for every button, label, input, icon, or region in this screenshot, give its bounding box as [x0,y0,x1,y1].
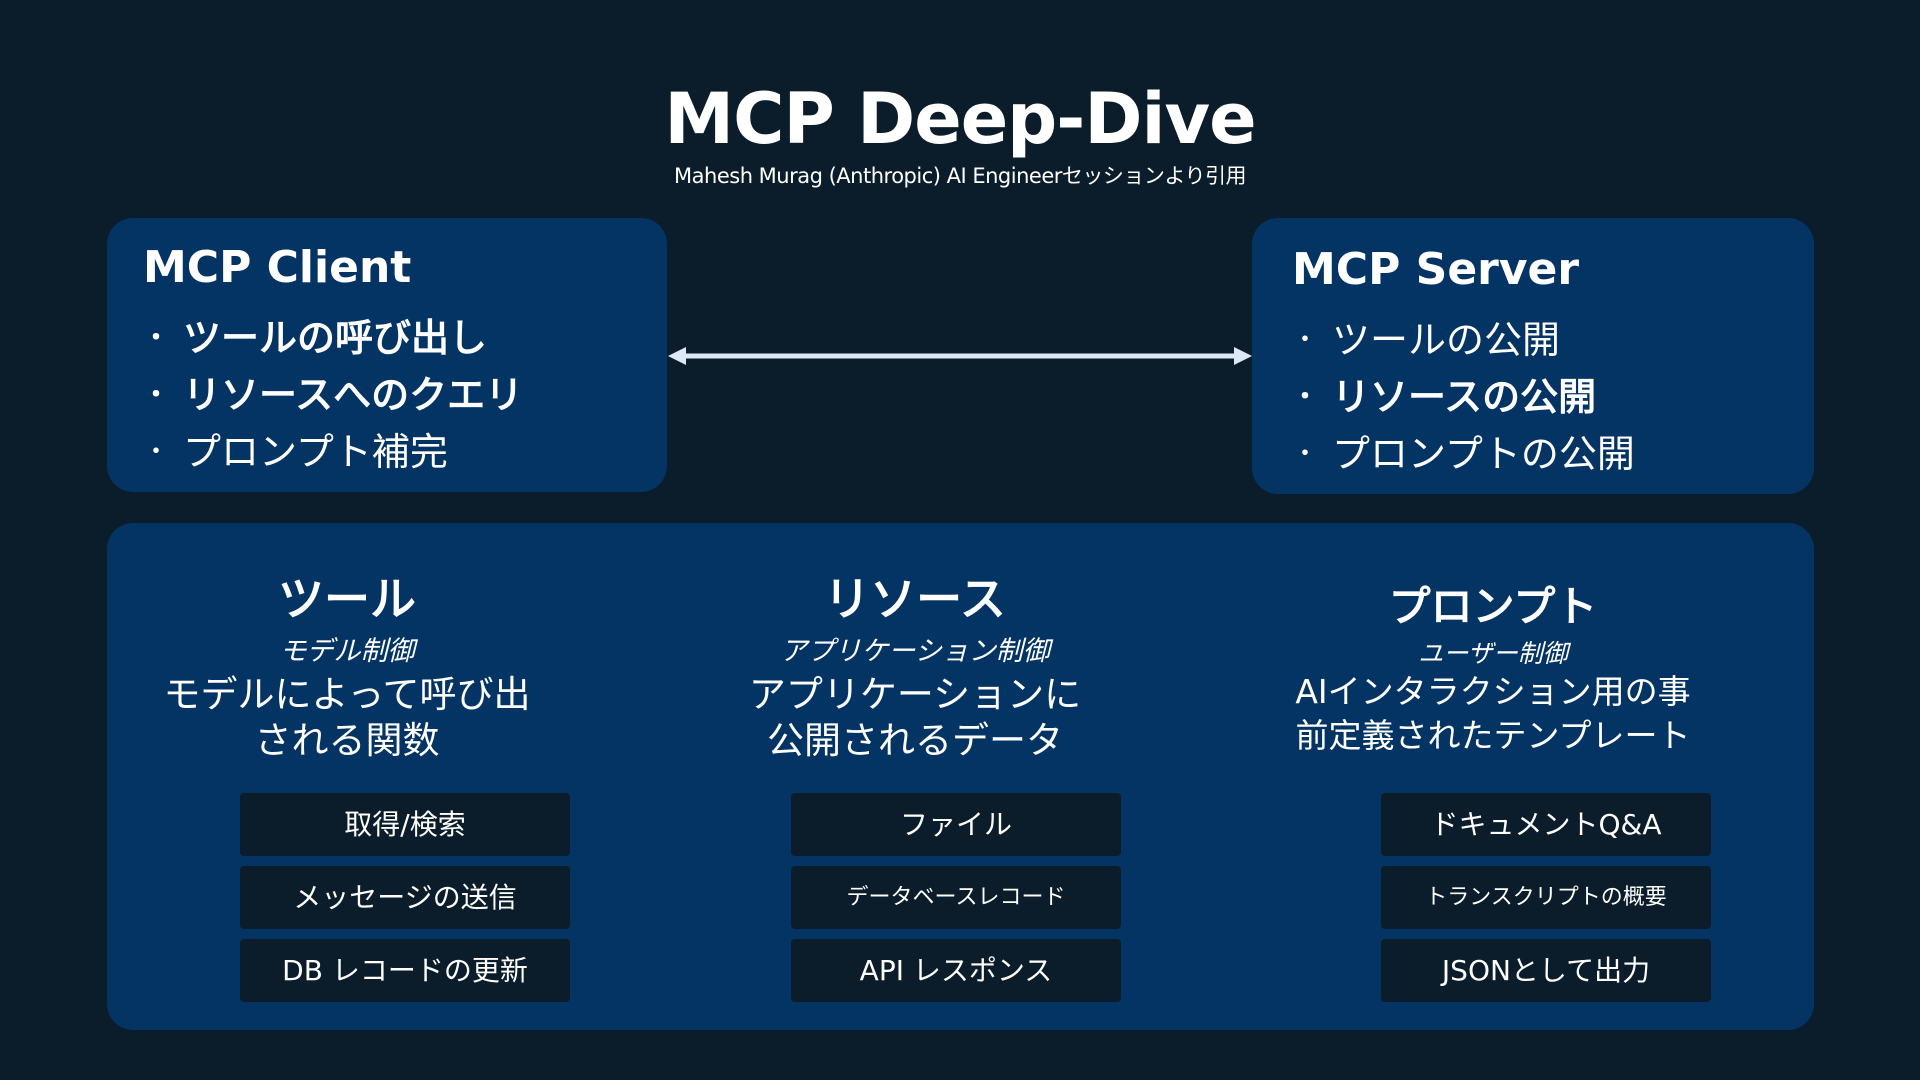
client-bullet-label: リソースへのクエリ [183,373,524,417]
bullet-marker: ・ [143,380,170,410]
server-bullet-label: リソースの公開 [1332,375,1597,419]
bullet-marker: ・ [143,323,170,353]
prompts-example-transcript-summary: トランスクリプトの概要 [1381,866,1711,929]
resources-example-database-record: データベースレコード [791,866,1121,929]
prompts-example-output-json: JSONとして出力 [1381,939,1711,1002]
resources-example-file: ファイル [791,793,1121,856]
tools-control: モデル制御 [279,636,415,667]
client-bullet-resources: ・ リソースへのクエリ [143,367,523,424]
page-subtitle: Mahesh Murag (Anthropic) AI Engineerセッショ… [674,164,1246,188]
mcp-server-panel: MCP Server ・ ツールの公開 ・ リソースの公開 ・ プロンプトの公開 [1252,218,1814,494]
client-title: MCP Client [143,242,412,293]
resources-example-api-response: API レスポンス [791,939,1121,1002]
tools-example-update-db-record: DB レコードの更新 [240,939,570,1002]
mcp-client-panel: MCP Client ・ ツールの呼び出し ・ リソースへのクエリ ・ プロンプ… [107,218,667,492]
prompts-column: プロンプト ユーザー制御 AIインタラクション用の事 前定義されたテンプレート [1273,573,1713,758]
tools-description-line: される関数 [254,719,440,762]
server-title: MCP Server [1292,244,1580,295]
page-title: MCP Deep-Dive [664,78,1256,160]
arrow-head-left [668,347,686,365]
prompts-description-line: AIインタラクション用の事 [1295,672,1691,711]
tools-description-line: モデルによって呼び出 [163,673,531,716]
prompts-control: ユーザー制御 [1418,639,1568,668]
resources-description-line: アプリケーションに [748,673,1082,716]
arrow-head-right [1234,347,1252,365]
tools-example-retrieve-search: 取得/検索 [240,793,570,856]
server-bullet-tools: ・ ツールの公開 [1292,312,1635,369]
prompts-heading: プロンプト [1388,582,1598,631]
prompts-example-document-qa: ドキュメントQ&A [1381,793,1711,856]
server-bullet-label: ツールの公開 [1332,318,1561,362]
client-bullet-label: プロンプト補完 [183,430,448,474]
prompts-description-line: 前定義されたテンプレート [1295,716,1691,755]
client-bullet-tools: ・ ツールの呼び出し [143,310,523,367]
resources-heading: リソース [824,572,1006,626]
client-bullet-list: ・ ツールの呼び出し ・ リソースへのクエリ ・ プロンプト補完 [143,310,523,481]
resources-control: アプリケーション制御 [780,636,1050,667]
bullet-marker: ・ [1292,439,1319,469]
bullet-marker: ・ [1292,382,1319,412]
server-bullet-resources: ・ リソースの公開 [1292,369,1635,426]
capabilities-panel: ツール モデル制御 モデルによって呼び出 される関数 取得/検索 メッセージの送… [107,523,1814,1030]
server-bullet-list: ・ ツールの公開 ・ リソースの公開 ・ プロンプトの公開 [1292,312,1635,483]
resources-description-line: 公開されるデータ [767,719,1063,762]
server-bullet-label: プロンプトの公開 [1332,432,1635,476]
client-bullet-label: ツールの呼び出し [183,316,488,360]
resources-column: リソース アプリケーション制御 アプリケーションに 公開されるデータ [705,563,1125,764]
tools-heading: ツール [278,572,416,626]
bullet-marker: ・ [143,437,170,467]
server-bullet-prompts: ・ プロンプトの公開 [1292,426,1635,483]
tools-column: ツール モデル制御 モデルによって呼び出 される関数 [157,563,537,764]
bullet-marker: ・ [1292,325,1319,355]
bidirectional-arrow [668,347,1252,365]
client-bullet-prompts: ・ プロンプト補完 [143,424,523,481]
tools-example-send-message: メッセージの送信 [240,866,570,929]
